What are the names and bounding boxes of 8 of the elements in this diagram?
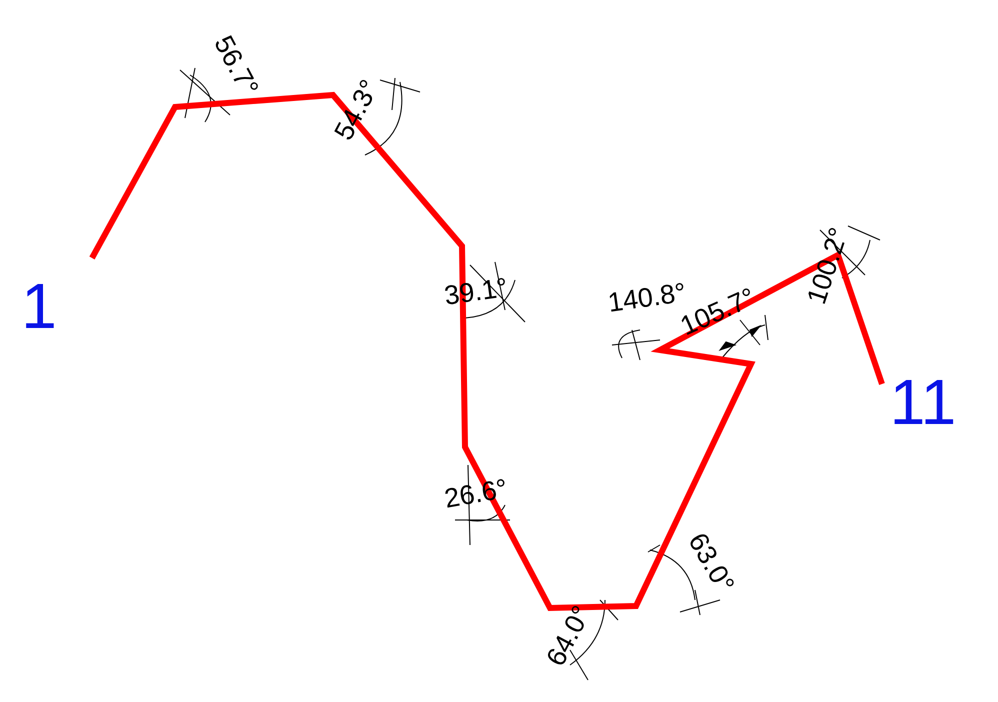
vertex-number: 1 [21,274,57,338]
angle-label: 64.0° [542,602,596,670]
vertex-number: 11 [890,370,956,434]
angle-label: 56.7° [209,32,263,100]
angle-label: 26.6° [442,475,510,513]
angle-label: 100.2° [803,224,853,308]
angle-label: 39.1° [442,274,510,310]
angle-label: 54.3° [330,76,384,144]
